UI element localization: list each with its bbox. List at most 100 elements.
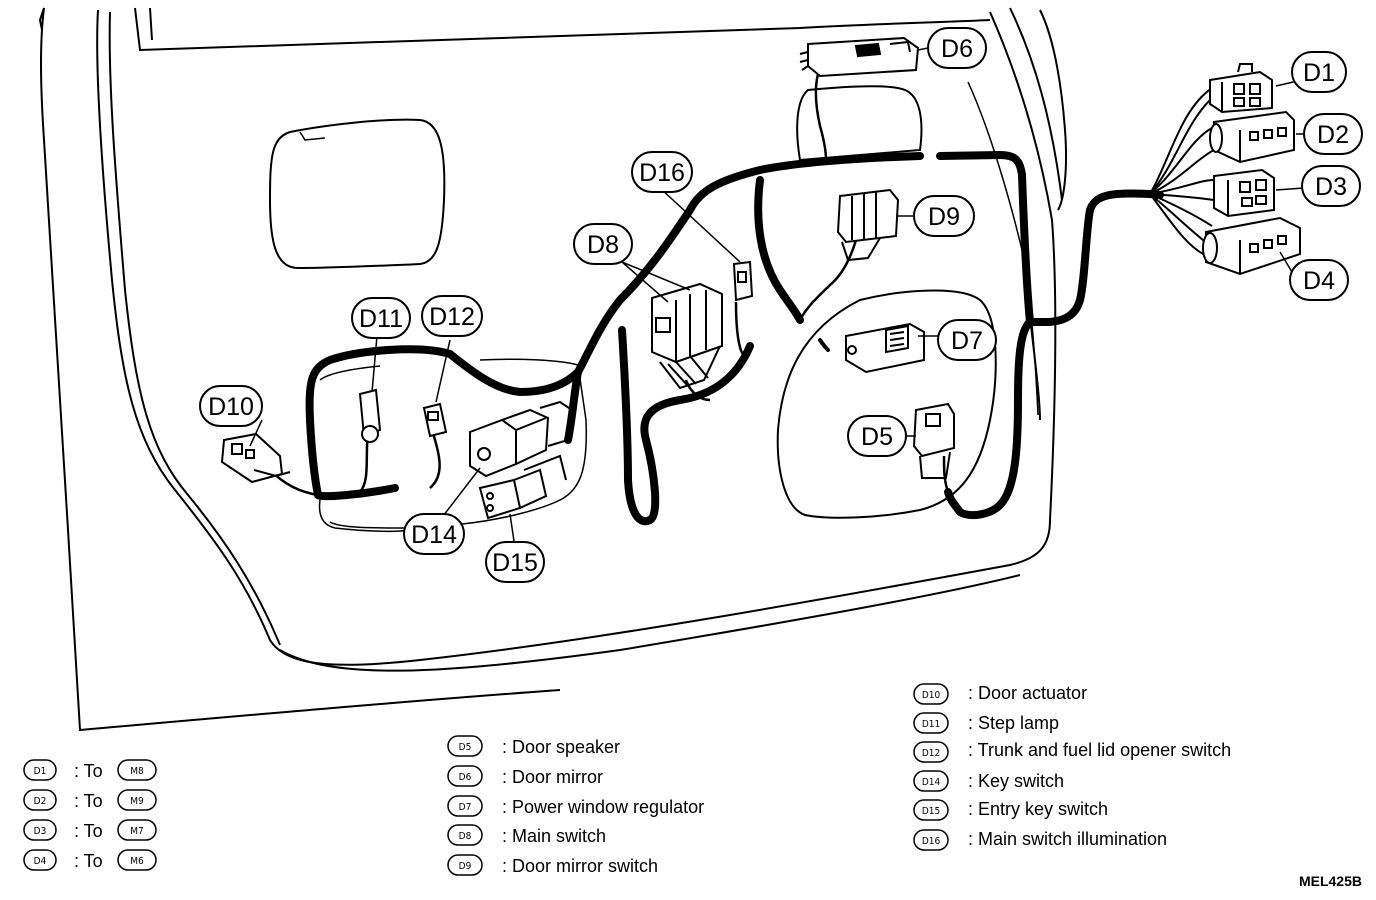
legend-code: D11 [922, 719, 940, 730]
legend-row-d11: D11 : Step lamp [913, 712, 1059, 734]
d8-connector [651, 282, 723, 390]
callout-d8-text: D8 [587, 231, 619, 259]
access-hole [268, 118, 446, 270]
legend-text: : Door actuator [968, 683, 1087, 703]
legend-row-d10: D10 : Door actuator [913, 683, 1087, 705]
legend-row-d6: D6 : Door mirror [447, 765, 603, 787]
branch-wires [269, 73, 950, 497]
legend-middle: D5 : Door speaker D6 : Door mirror D7 : … [447, 735, 704, 876]
legend-row-d16: D16 : Main switch illumination [913, 829, 1167, 851]
callout-d9-text: D9 [928, 203, 960, 231]
legend-text: : Door speaker [502, 737, 620, 757]
legend-text: : Main switch illumination [968, 829, 1167, 849]
callout-d15-text: D15 [492, 549, 538, 577]
callout-d8: D8 [573, 223, 633, 265]
legend-row-d3: D3 : To M7 [23, 819, 157, 841]
leader-lines [249, 47, 1305, 549]
callout-d12: D12 [421, 295, 483, 337]
legend-target: M8 [130, 766, 144, 777]
d1-connector [1209, 63, 1273, 114]
legend-code: D14 [922, 777, 941, 788]
legend-text: : Key switch [968, 771, 1064, 791]
legend-target: M9 [130, 796, 144, 807]
speaker-recess [776, 289, 997, 519]
legend-code: D2 [34, 796, 47, 807]
d7-connector [845, 322, 925, 374]
callout-d15: D15 [485, 541, 545, 583]
legend-code: D9 [459, 861, 472, 872]
main-harness [305, 151, 1164, 526]
legend-code: D12 [922, 748, 940, 759]
callout-d16-text: D16 [639, 159, 685, 187]
d3-connector [1213, 168, 1275, 218]
legend-row-d9: D9 : Door mirror switch [447, 854, 658, 876]
callout-d11: D11 [351, 297, 411, 339]
switch-area-outline [318, 499, 409, 533]
legend-text: : Door mirror [502, 767, 603, 787]
d14-connector [469, 400, 574, 478]
door-panel-outline [38, 7, 1067, 732]
legend-row-d12: D12 : Trunk and fuel lid opener switch [913, 740, 1231, 763]
legend-row-d7: D7 : Power window regulator [447, 795, 704, 817]
callout-d3-text: D3 [1315, 173, 1347, 201]
callout-d7: D7 [937, 319, 997, 361]
legend-text: : Door mirror switch [502, 856, 658, 876]
legend-row-d15: D15 : Entry key switch [913, 799, 1108, 821]
callout-d2: D2 [1303, 113, 1363, 155]
d16-connector [732, 260, 754, 302]
d1-d4-wire-bundle [1149, 87, 1215, 256]
legend-code: D8 [459, 831, 472, 842]
legend-code: D3 [34, 826, 47, 837]
mirror-recess [796, 85, 923, 162]
legend-row-d4: D4 : To M6 [23, 849, 157, 871]
callout-d5: D5 [847, 415, 907, 457]
legend-code: D10 [922, 690, 941, 701]
d15-connector [478, 454, 567, 520]
callout-d14: D14 [403, 513, 465, 555]
callout-d12-text: D12 [429, 303, 475, 331]
d2-connector [1209, 110, 1295, 164]
callout-d6: D6 [927, 27, 987, 69]
callout-d1: D1 [1291, 51, 1347, 93]
legend-text: : To [74, 821, 103, 841]
legend-row-d5: D5 : Door speaker [447, 735, 620, 757]
callout-d4: D4 [1289, 259, 1349, 301]
d12-connector [422, 402, 448, 438]
callout-d16: D16 [631, 151, 693, 193]
legend-row-d14: D14 : Key switch [913, 770, 1064, 792]
callout-d10-text: D10 [208, 393, 254, 421]
switch-area-outline-3 [319, 365, 381, 381]
legend-left: D1 : To M8 D2 : To M9 D3 : To M7 D4 : To… [23, 759, 157, 871]
callout-d11-text: D11 [359, 305, 403, 333]
legend-target: M6 [130, 856, 144, 867]
legend-text: : Step lamp [968, 713, 1059, 733]
legend-code: D4 [34, 856, 47, 867]
legend-text: : Main switch [502, 826, 606, 846]
legend-target: M7 [130, 826, 144, 837]
legend-text: : To [74, 851, 103, 871]
d10-connector [220, 432, 291, 484]
legend-code: D5 [459, 742, 472, 753]
callout-d9: D9 [913, 195, 975, 237]
figure-code: MEL425B [1299, 873, 1362, 889]
access-hole-notch [299, 131, 326, 141]
legend-row-d1: D1 : To M8 [23, 759, 157, 781]
legend-right: D10 : Door actuator D11 : Step lamp D12 … [913, 683, 1231, 851]
d11-connector [358, 388, 382, 443]
callout-d5-text: D5 [861, 423, 893, 451]
callout-d2-text: D2 [1317, 121, 1349, 149]
callout-d4-text: D4 [1303, 267, 1335, 295]
legend-code: D7 [459, 802, 472, 813]
legend-code: D1 [34, 766, 47, 777]
callout-d14-text: D14 [411, 521, 457, 549]
legend-code: D6 [459, 772, 472, 783]
legend-code: D16 [922, 836, 941, 847]
d5-connector [912, 402, 955, 479]
legend-text: : Trunk and fuel lid opener switch [968, 740, 1231, 760]
legend-row-d8: D8 : Main switch [447, 824, 606, 846]
legend-text: : To [74, 791, 103, 811]
callout-d10: D10 [199, 385, 263, 427]
legend-text: : To [74, 761, 103, 781]
callout-d3: D3 [1301, 165, 1361, 207]
